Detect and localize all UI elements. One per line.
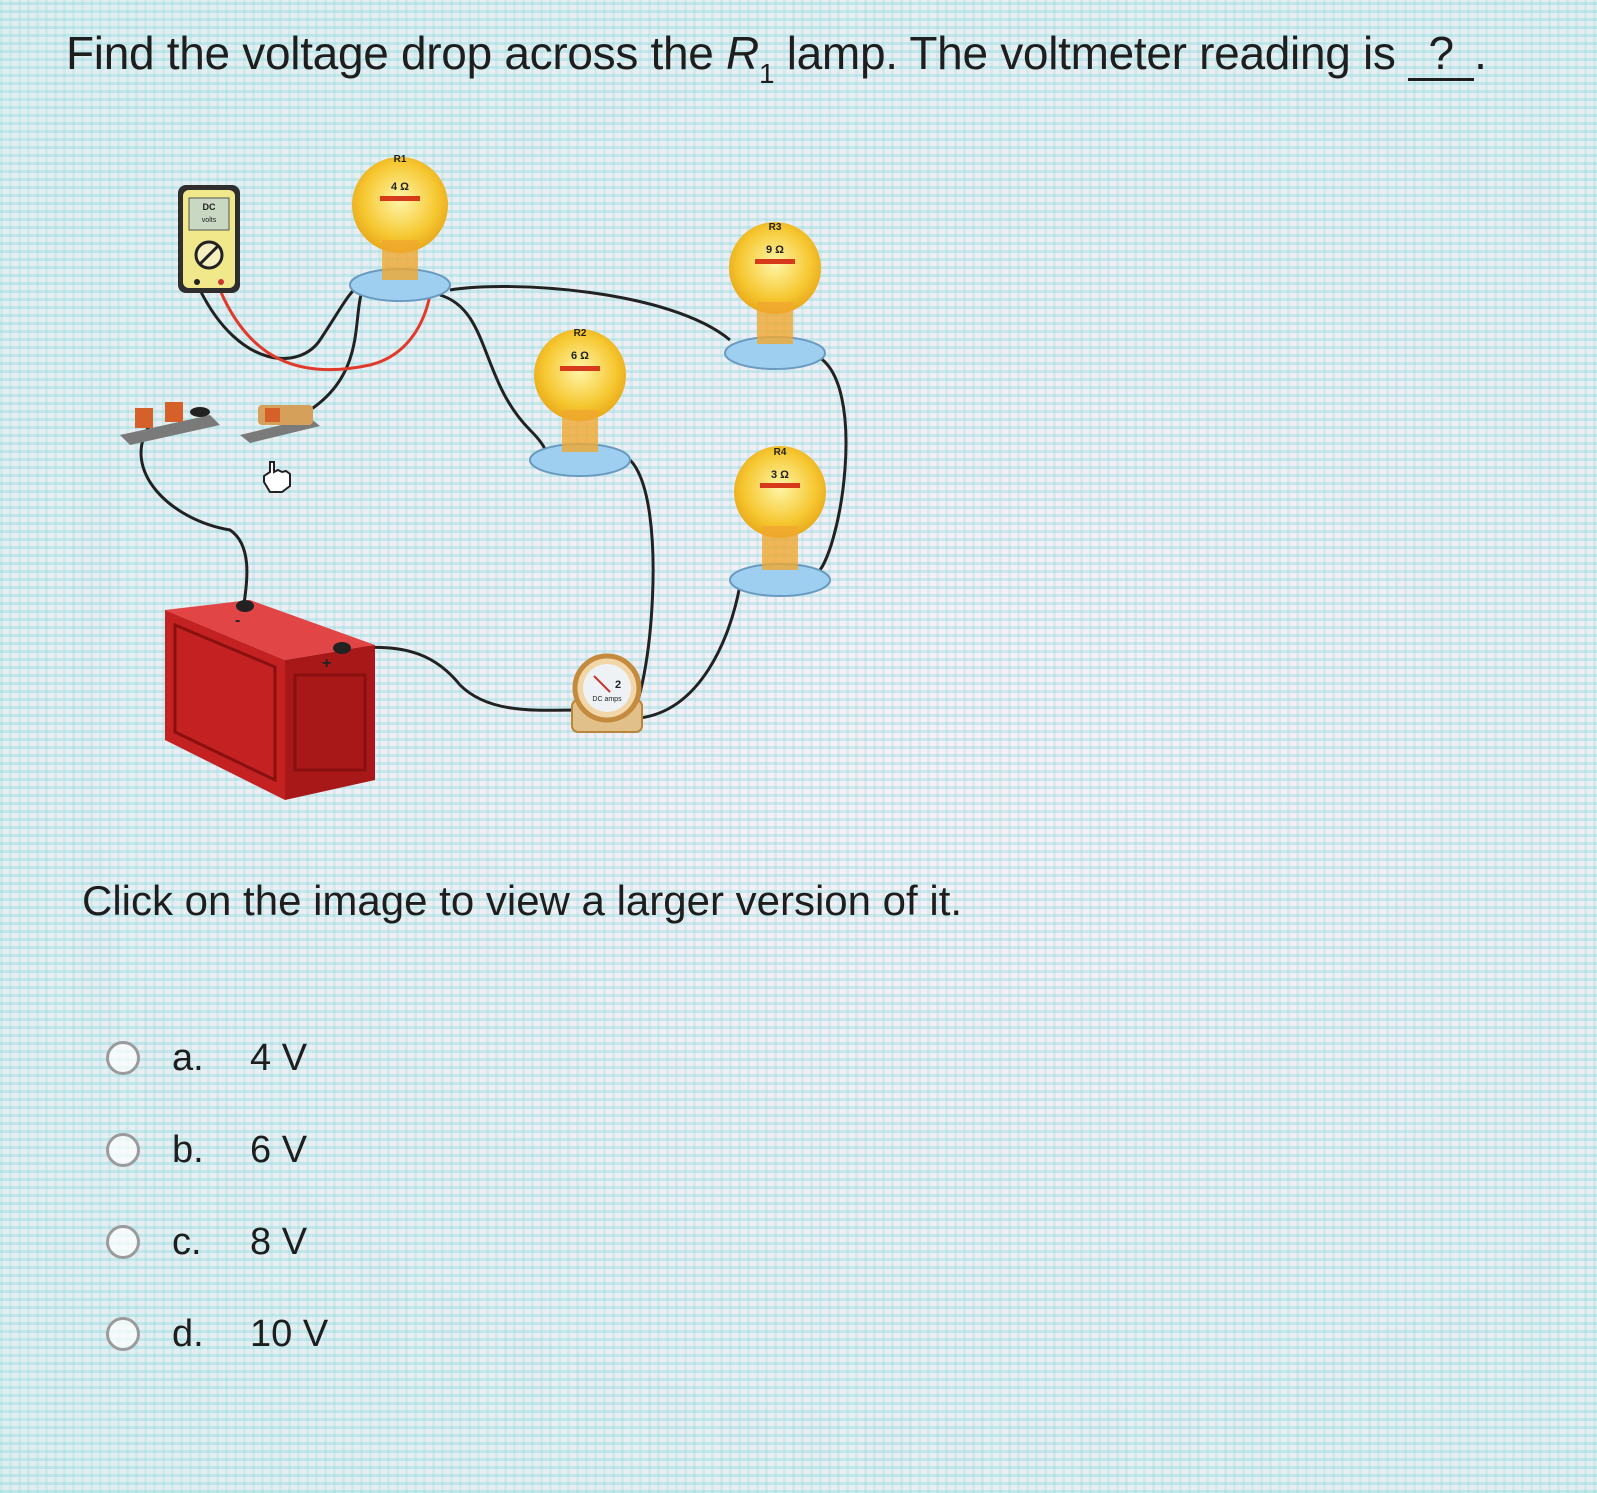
option-a[interactable]: a. 4 V <box>102 1030 462 1086</box>
answer-blank: ? <box>1408 28 1475 81</box>
ammeter-reading: 2 <box>615 679 621 691</box>
question-variable: R <box>726 27 759 79</box>
lamp-r2-rating: 6 Ω <box>571 350 589 362</box>
lamp-r1: R1 4 Ω <box>349 154 451 302</box>
ammeter: 2 DC amps <box>571 653 643 733</box>
lamp-r3: R3 9 Ω <box>724 222 826 370</box>
question-text: Find the voltage drop across the R1 lamp… <box>66 22 1586 88</box>
circuit-image[interactable]: DC volts - + 2 DC a <box>110 140 890 820</box>
ammeter-label: DC amps <box>592 696 622 703</box>
option-d-value: 10 V <box>250 1313 329 1355</box>
radio-button-d[interactable] <box>106 1317 140 1351</box>
voltmeter-label-bottom: volts <box>202 217 217 224</box>
switch-right <box>240 405 320 443</box>
radio-button-c[interactable] <box>106 1225 140 1259</box>
option-b-value: 6 V <box>250 1129 308 1171</box>
lamp-r2-name: R2 <box>574 328 587 339</box>
click-hint: Click on the image to view a larger vers… <box>82 877 963 924</box>
question-subscript: 1 <box>758 58 775 90</box>
battery-terminal-positive: + <box>322 655 331 672</box>
lamp-r4-name: R4 <box>774 447 787 458</box>
voltmeter-label-top: DC <box>203 202 216 212</box>
radio-button-a[interactable] <box>106 1041 140 1075</box>
option-b-letter: b. <box>172 1129 204 1171</box>
question-text-before: Find the voltage drop across the <box>66 27 727 79</box>
option-b[interactable]: b. 6 V <box>102 1122 462 1178</box>
radio-button-b[interactable] <box>106 1133 140 1167</box>
switch-left <box>120 402 220 445</box>
option-a-value: 4 V <box>250 1037 308 1079</box>
option-a-letter: a. <box>172 1037 204 1079</box>
lamp-r4-rating: 3 Ω <box>771 469 789 481</box>
lamp-r1-rating: 4 Ω <box>391 181 409 193</box>
lamp-r4: R4 3 Ω <box>729 446 831 597</box>
hand-cursor-icon <box>263 461 291 493</box>
battery-terminal-negative: - <box>235 612 240 629</box>
lamp-r3-name: R3 <box>769 222 782 233</box>
lamp-r2: R2 6 Ω <box>529 328 631 477</box>
question-end: . <box>1474 27 1487 79</box>
question-text-after: lamp. The voltmeter reading is <box>774 27 1409 79</box>
wires <box>139 283 848 720</box>
option-c[interactable]: c. 8 V <box>102 1214 462 1270</box>
option-d-letter: d. <box>172 1313 204 1355</box>
option-c-value: 8 V <box>250 1221 308 1263</box>
battery: - + <box>165 600 375 800</box>
option-d[interactable]: d. 10 V <box>102 1306 462 1362</box>
probe-wires <box>218 289 432 372</box>
voltmeter: DC volts <box>178 185 240 293</box>
lamp-r1-name: R1 <box>394 154 407 165</box>
lamp-r3-rating: 9 Ω <box>766 244 784 256</box>
option-c-letter: c. <box>172 1221 202 1263</box>
